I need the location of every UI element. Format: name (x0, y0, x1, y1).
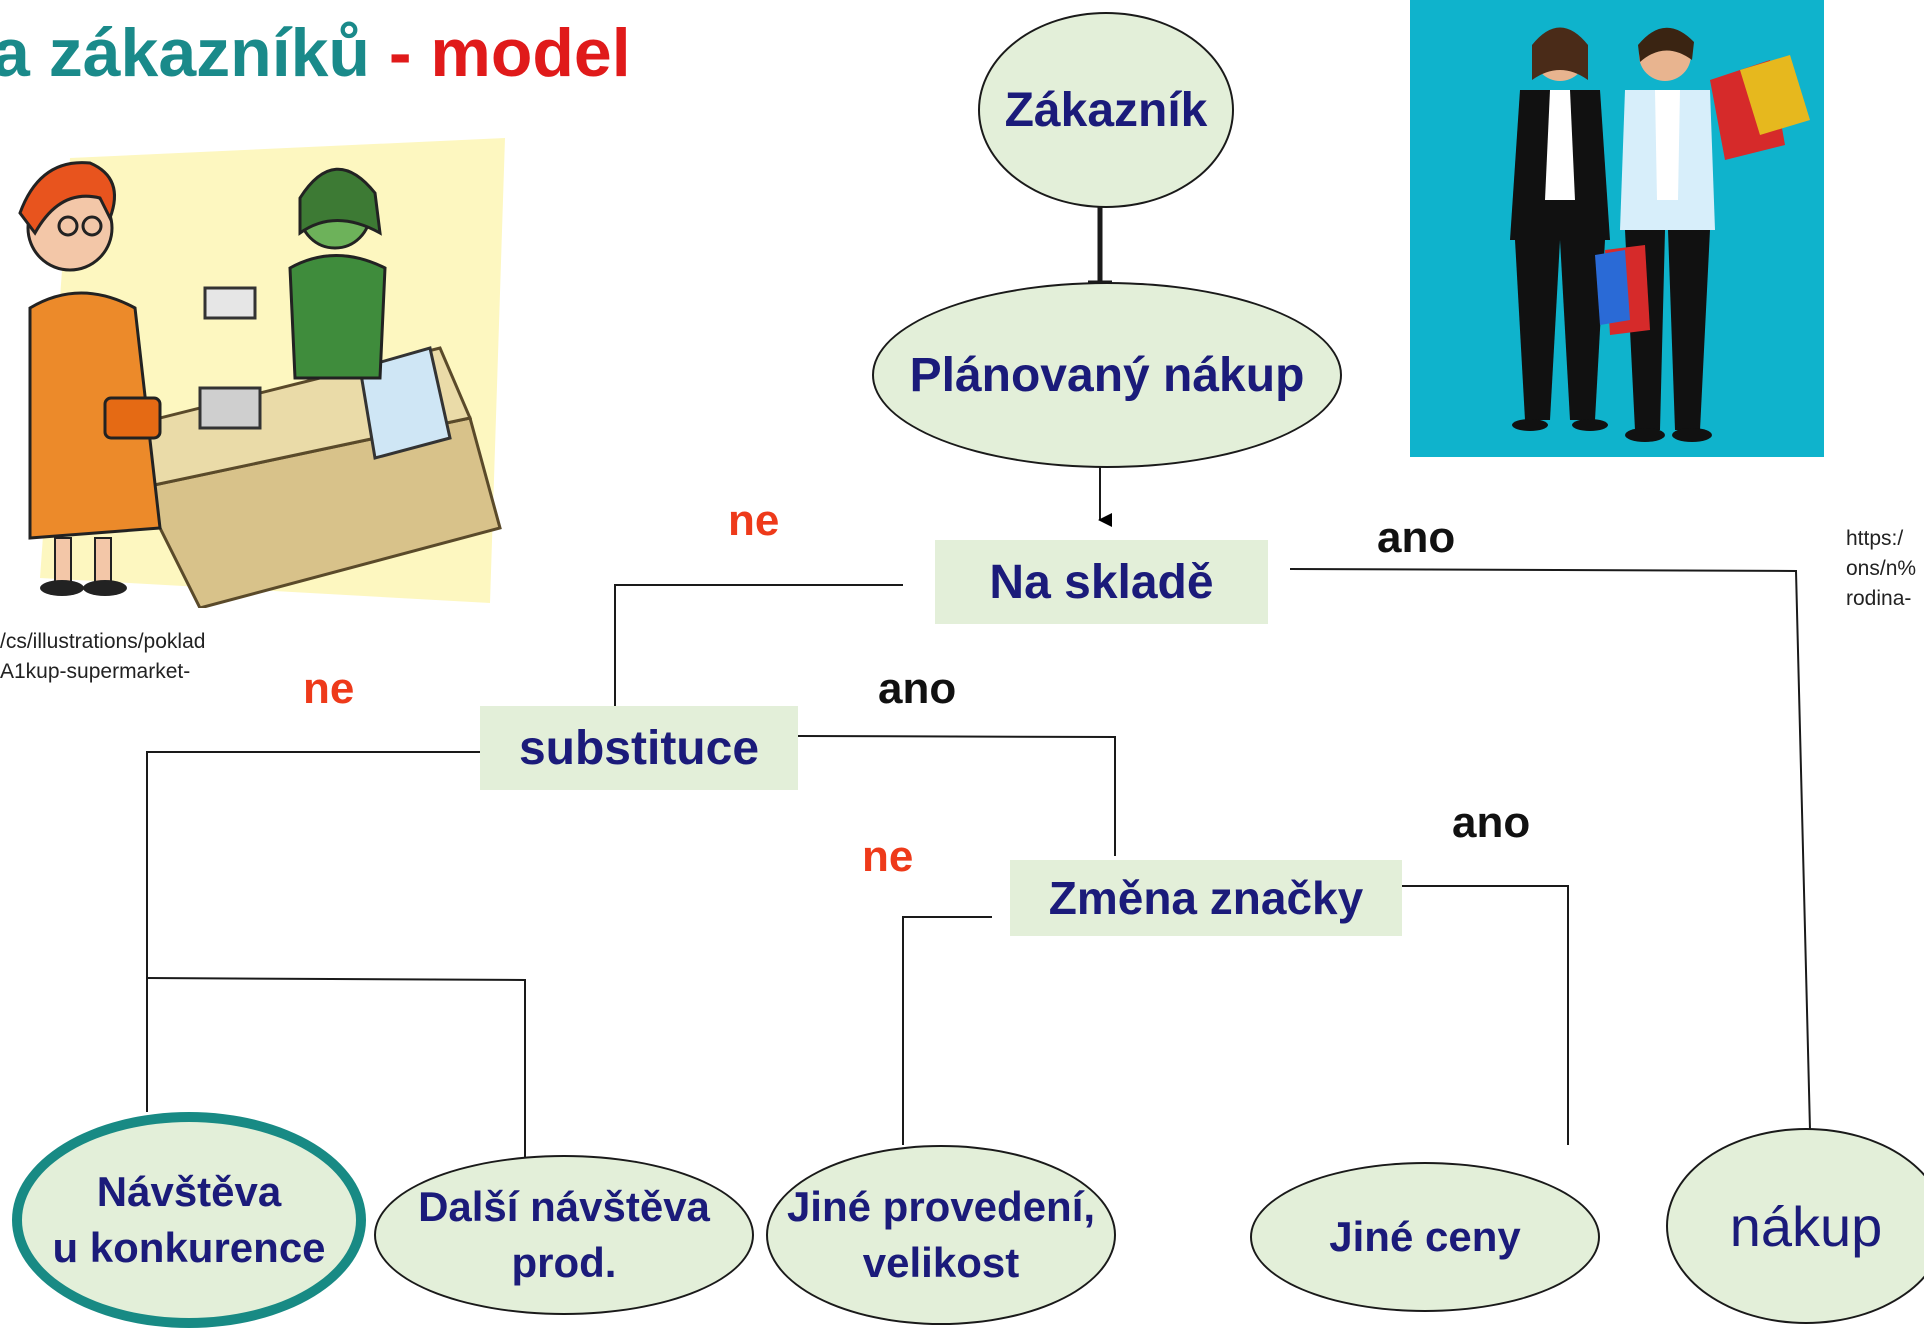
source-caption-left: /cs/illustrations/poklad A1kup-supermark… (0, 627, 205, 687)
node-navsteva-konkurence: Návštěva u konkurence (12, 1112, 366, 1328)
source-right-line1: https:/ (1846, 527, 1904, 550)
title-part2: - model (369, 15, 631, 91)
node-planovany-label: Plánovaný nákup (909, 348, 1305, 402)
node-dalsi-navsteva: Další návštěva prod. (374, 1155, 754, 1315)
node-jine-provedeni: Jiné provedení, velikost (766, 1145, 1116, 1325)
slide-title: a zákazníků - model (0, 14, 631, 92)
source-right-line2: ons/n% (1846, 557, 1917, 580)
node-nakup-label: nákup (1729, 1194, 1883, 1258)
source-right-line3: rodina- (1846, 587, 1912, 610)
title-part1: a zákazníků (0, 15, 370, 91)
label-ne-sklade: ne (728, 496, 780, 545)
node-na-sklade: Na skladě (935, 540, 1268, 624)
source-left-line2: A1kup-supermarket- (0, 660, 191, 683)
node-na-sklade-label: Na skladě (989, 555, 1214, 609)
node-zmena-label: Změna značky (1048, 872, 1364, 924)
label-ne-substituce: ne (303, 664, 355, 713)
node-planovany-nakup: Plánovaný nákup (872, 282, 1342, 468)
label-ano-sklade: ano (1377, 513, 1456, 562)
node-dalsi-label: Další návštěva prod. (418, 1183, 710, 1286)
cashier-illustration (18, 138, 505, 608)
node-zakaznik: Zákazník (978, 12, 1234, 208)
node-substituce: substituce (480, 706, 798, 790)
source-left-line1: /cs/illustrations/poklad (0, 630, 206, 653)
label-ne-zmena: ne (862, 832, 914, 881)
node-jine-provedeni-label: Jiné provedení, velikost (786, 1183, 1096, 1286)
shoppers-photo (1410, 0, 1824, 457)
source-caption-right: https:/ ons/n% rodina- (1846, 524, 1916, 614)
node-zmena-znacky: Změna značky (1010, 860, 1402, 936)
node-substituce-label: substituce (518, 721, 760, 775)
label-ano-substituce: ano (878, 664, 957, 713)
node-jine-ceny-label: Jiné ceny (1329, 1213, 1521, 1260)
node-nakup: nákup (1666, 1128, 1924, 1324)
node-navsteva-label: Návštěva u konkurence (52, 1168, 326, 1271)
node-jine-ceny: Jiné ceny (1250, 1162, 1600, 1312)
node-zakaznik-label: Zákazník (1004, 83, 1208, 137)
label-ano-zmena: ano (1452, 798, 1531, 847)
